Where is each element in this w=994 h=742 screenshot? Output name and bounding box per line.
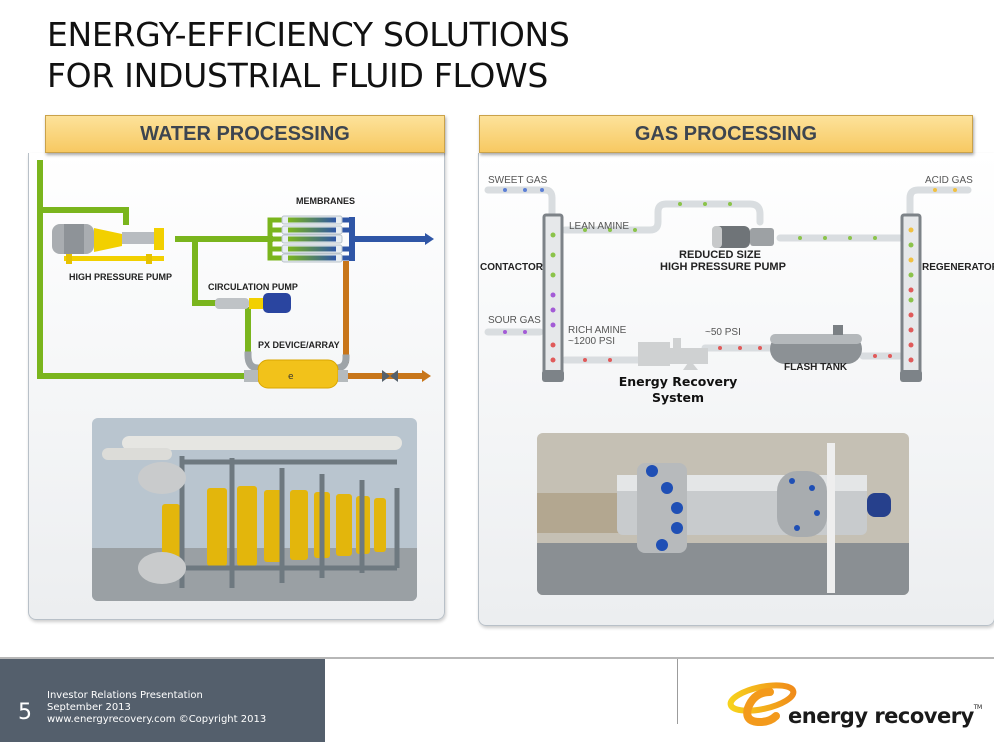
reduced-size-pump-icon	[712, 226, 774, 248]
ers-device-photo-illustration	[537, 433, 909, 595]
logo-trademark: TM	[973, 704, 982, 711]
circulation-pump-icon	[215, 293, 291, 313]
regenerator-label: REGENERATOR	[922, 262, 994, 273]
contactor-label: CONTACTOR	[480, 262, 543, 273]
logo-wordmark-text: energy recovery	[788, 704, 974, 728]
reject-arrow-icon	[422, 370, 431, 382]
reduced-pump-label-line-1: REDUCED SIZE	[679, 249, 761, 261]
acid-gas-pipe	[906, 186, 972, 219]
acid-gas-label: ACID GAS	[925, 175, 973, 186]
px-array-photo	[92, 418, 417, 601]
footer-divider-line	[0, 657, 994, 659]
rich-amine-label: RICH AMINE ~1200 PSI	[568, 325, 626, 347]
reduced-pump-label: REDUCED SIZE HIGH PRESSURE PUMP	[660, 249, 786, 273]
footer-vertical-divider	[677, 659, 678, 724]
title-line-2: FOR INDUSTRIAL FLUID FLOWS	[47, 56, 549, 95]
valve-icon	[382, 370, 390, 382]
ers-label-line-1: Energy Recovery	[618, 374, 738, 389]
pump-feed-pipe	[37, 207, 129, 225]
contactor-column-icon	[542, 213, 564, 382]
rich-amine-pressure: ~1200 PSI	[568, 336, 615, 347]
energy-recovery-logo-icon	[727, 682, 797, 727]
membranes-label: MEMBRANES	[296, 196, 356, 206]
flash-tank-icon	[770, 325, 862, 364]
ers-device-photo	[537, 433, 909, 595]
px-device-label: PX DEVICE/ARRAY	[258, 340, 340, 350]
svg-text:e: e	[288, 372, 294, 382]
lean-amine-pipe	[561, 200, 764, 234]
px-array-photo-illustration	[92, 418, 417, 601]
footer-date: September 2013	[47, 702, 131, 713]
page-number: 5	[18, 700, 32, 725]
logo-wordmark: energy recoveryTM	[788, 704, 982, 728]
permeate-pipe	[349, 217, 428, 261]
sweet-gas-label: SWEET GAS	[488, 175, 548, 186]
reduced-pump-label-line-2: HIGH PRESSURE PUMP	[660, 261, 786, 273]
footer-website-copyright: www.energyrecovery.com ©Copyright 2013	[47, 714, 267, 725]
membrane-array	[281, 215, 343, 263]
low-pressure-label: ~50 PSI	[705, 327, 741, 338]
footer-text: Investor Relations Presentation Septembe…	[47, 690, 266, 726]
gas-processing-header: GAS PROCESSING	[479, 115, 973, 153]
regenerator-column-icon	[900, 213, 922, 382]
flash-tank-label: FLASH TANK	[784, 362, 848, 373]
footer-info-block	[0, 659, 325, 742]
high-pressure-pump-label: HIGH PRESSURE PUMP	[69, 272, 173, 282]
gas-process-diagram	[484, 186, 972, 382]
circulation-pump-label: CIRCULATION PUMP	[208, 282, 298, 292]
ers-label-line-2: System	[651, 390, 705, 405]
water-process-diagram: e	[37, 160, 434, 389]
footer-presentation-title: Investor Relations Presentation	[47, 690, 203, 701]
sweet-gas-pipe	[484, 186, 556, 219]
energy-recovery-system-icon	[638, 338, 708, 370]
slide-title: ENERGY-EFFICIENCY SOLUTIONS FOR INDUSTRI…	[47, 14, 570, 96]
lean-amine-label: LEAN AMINE	[569, 221, 630, 232]
energy-recovery-system-label: Energy Recovery System	[618, 374, 738, 406]
seawater-inlet-pipe	[37, 160, 248, 379]
high-pressure-pump-icon	[52, 224, 164, 264]
circulation-feed-pipe	[192, 236, 218, 306]
permeate-arrow-icon	[425, 233, 434, 245]
title-line-1: ENERGY-EFFICIENCY SOLUTIONS	[47, 15, 570, 54]
sour-gas-label: SOUR GAS	[488, 315, 541, 326]
px-device-icon: e	[244, 359, 348, 389]
rich-amine-text: RICH AMINE	[568, 325, 627, 336]
water-processing-header: WATER PROCESSING	[45, 115, 445, 153]
